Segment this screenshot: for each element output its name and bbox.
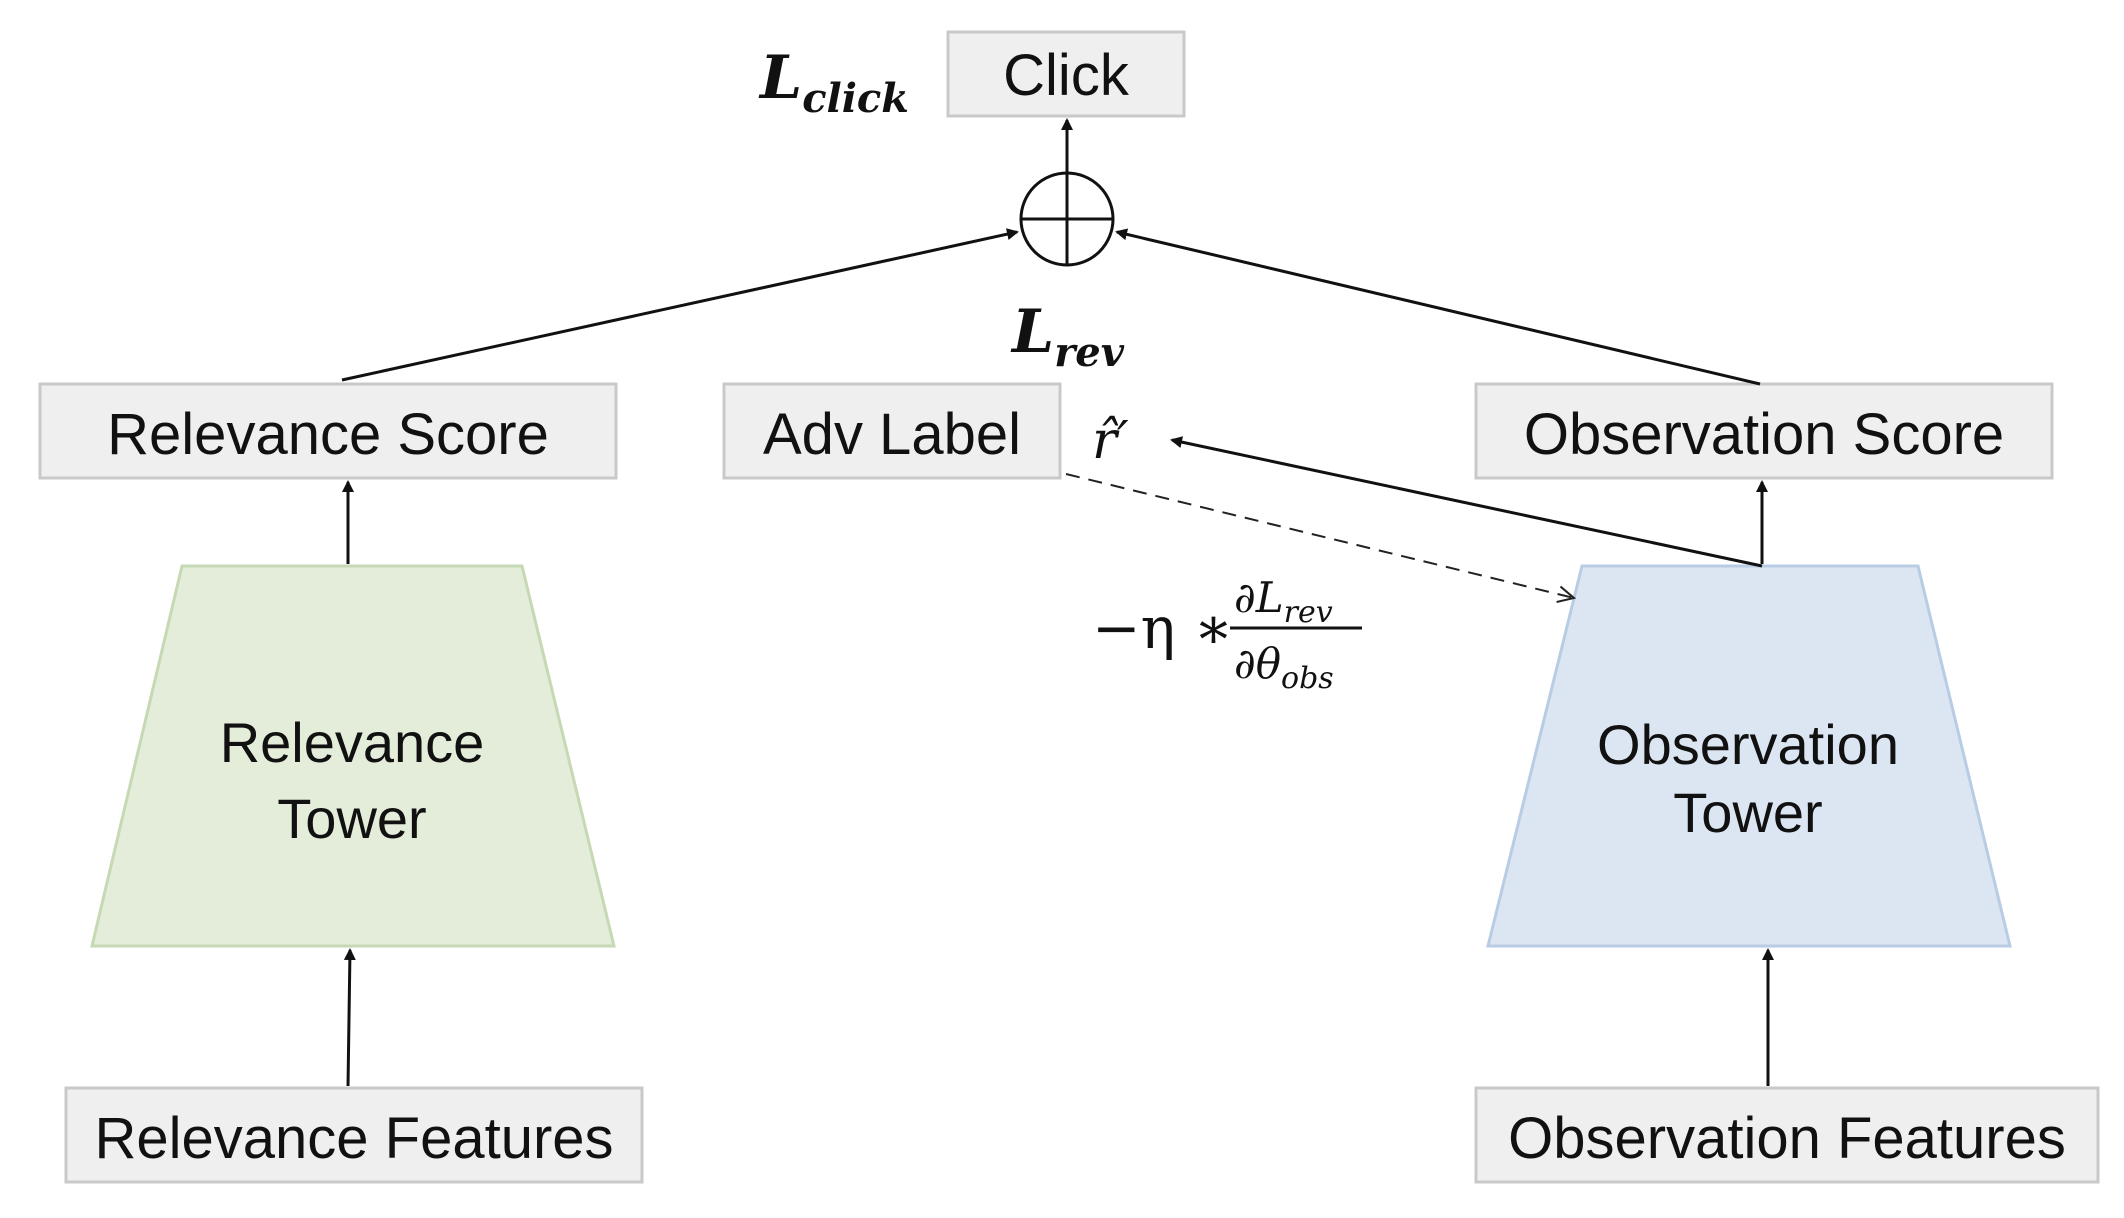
gradient-denominator: ∂θobs (1234, 639, 1334, 696)
observation-tower-line2: Tower (1673, 781, 1822, 844)
click-label: Click (1003, 43, 1130, 108)
observation-tower-line1: Observation (1597, 713, 1899, 776)
arrow-observation-tower-to-adv-prediction (1170, 436, 1763, 568)
observation-score-label: Observation Score (1524, 402, 2004, 467)
sum-node (1019, 171, 1115, 267)
arrow-relevance-score-to-sum (341, 228, 1019, 382)
observation-tower-shape (1486, 564, 2012, 948)
r-hat-prime-label: r̂′ (1092, 411, 1129, 471)
adv-label-text: Adv Label (763, 402, 1021, 467)
click-box: Click (946, 30, 1186, 118)
gradient-reversal-formula: −η ∗ ∂Lrev ∂θobs (1092, 573, 1362, 696)
relevance-score-label: Relevance Score (107, 402, 549, 467)
relevance-tower-line2: Tower (277, 787, 426, 850)
dashed-gradient-arrow (1065, 473, 1574, 598)
relevance-features-box: Relevance Features (64, 1086, 644, 1184)
relevance-tower-line1: Relevance (220, 711, 485, 774)
loss-click-label: Lclick (758, 43, 909, 122)
relevance-features-label: Relevance Features (94, 1106, 613, 1171)
relevance-score-box: Relevance Score (38, 382, 618, 480)
observation-score-box: Observation Score (1474, 382, 2054, 480)
adv-label-box: Adv Label (722, 382, 1062, 480)
observation-features-label: Observation Features (1508, 1106, 2066, 1171)
gradient-numerator: ∂Lrev (1234, 573, 1333, 630)
gradient-prefix: −η ∗ (1092, 594, 1233, 662)
arrow-relevance-features-to-tower (343, 948, 356, 1087)
observation-tower: Observation Tower (1486, 564, 2012, 948)
loss-rev-label: Lrev (1010, 297, 1125, 376)
arrow-observation-score-to-sum (1115, 228, 1761, 386)
relevance-tower: Relevance Tower (90, 564, 616, 948)
relevance-tower-shape (90, 564, 616, 948)
observation-features-box: Observation Features (1474, 1086, 2100, 1184)
